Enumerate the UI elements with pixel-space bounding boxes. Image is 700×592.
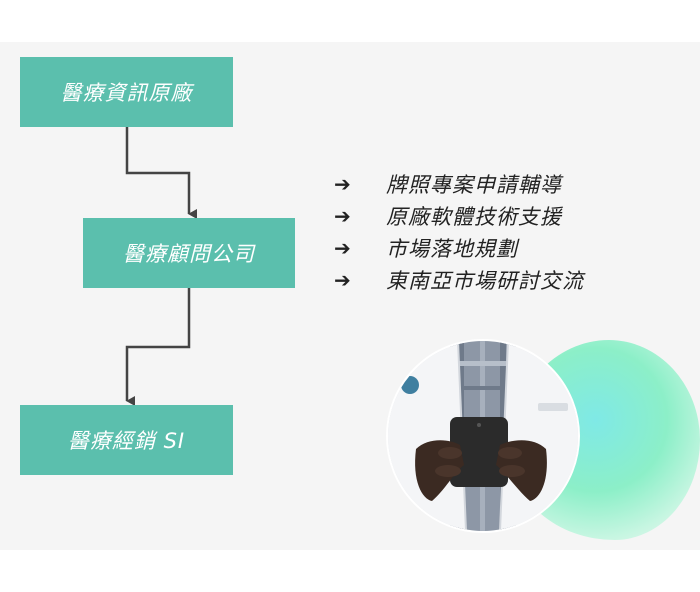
service-label: 東南亞市場研討交流 bbox=[386, 269, 584, 293]
service-label: 市場落地規劃 bbox=[386, 237, 518, 261]
arrow-right-icon: ➔ bbox=[334, 268, 352, 292]
node-label: 醫療經銷 SI bbox=[67, 429, 186, 453]
service-label: 牌照專案申請輔導 bbox=[386, 173, 562, 197]
node-original-manufacturer: 醫療資訊原廠 bbox=[20, 57, 233, 127]
node-consulting-company: 醫療顧問公司 bbox=[83, 218, 295, 288]
service-label: 原廠軟體技術支援 bbox=[386, 205, 562, 229]
node-label: 醫療資訊原廠 bbox=[60, 81, 193, 105]
node-distributor-si: 醫療經銷 SI bbox=[20, 405, 233, 475]
list-item: ➔ 東南亞市場研討交流 bbox=[334, 264, 584, 296]
doctor-phone-illustration bbox=[388, 341, 578, 531]
arrow-right-icon: ➔ bbox=[334, 172, 352, 196]
arrow-right-icon: ➔ bbox=[334, 204, 352, 228]
arrow-right-icon: ➔ bbox=[334, 236, 352, 260]
list-item: ➔ 牌照專案申請輔導 bbox=[334, 168, 584, 200]
list-item: ➔ 原廠軟體技術支援 bbox=[334, 200, 584, 232]
node-label: 醫療顧問公司 bbox=[123, 242, 255, 266]
services-list: ➔ 牌照專案申請輔導 ➔ 原廠軟體技術支援 ➔ 市場落地規劃 ➔ 東南亞市場研討… bbox=[334, 168, 584, 296]
list-item: ➔ 市場落地規劃 bbox=[334, 232, 584, 264]
doctor-phone-photo bbox=[386, 339, 580, 533]
